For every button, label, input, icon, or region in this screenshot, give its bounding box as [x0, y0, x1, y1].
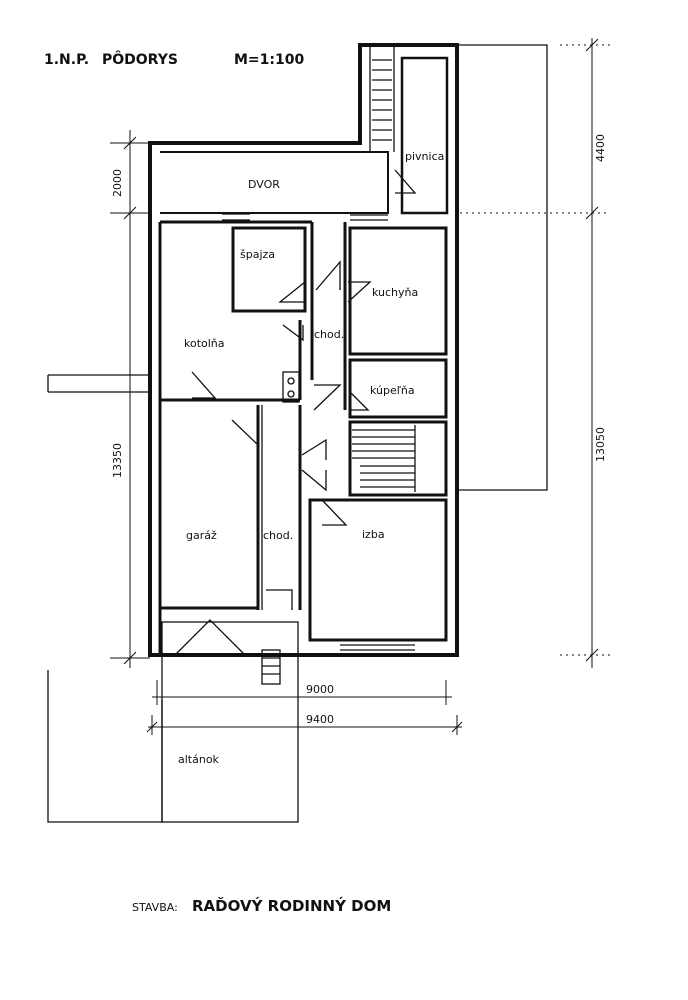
- room-label-kuchyna: kuchyňa: [372, 286, 418, 299]
- plan-title: PÔDORYS: [102, 50, 178, 68]
- room-label-kotolna: kotolňa: [184, 337, 225, 350]
- dim-4400: 4400: [594, 134, 607, 162]
- dim-13050: 13050: [594, 427, 607, 462]
- scale-label: M=1:100: [234, 52, 304, 68]
- floor-label: 1.N.P.: [44, 52, 89, 68]
- interior-walls: [158, 220, 448, 655]
- dim-13350: 13350: [111, 443, 124, 478]
- room-label-garaz: garáž: [186, 529, 217, 542]
- room-label-kupelna: kúpeľňa: [370, 384, 415, 397]
- room-label-dvor: DVOR: [248, 178, 280, 191]
- door-swings: [174, 169, 417, 656]
- outer-walls: [148, 43, 548, 657]
- dim-2000: 2000: [111, 169, 124, 197]
- room-label-chodba-upper: chod.: [314, 328, 344, 341]
- room-label-spajza: špajza: [240, 248, 275, 261]
- dimension-lines: [110, 38, 610, 735]
- dim-9400: 9400: [306, 713, 334, 726]
- windows: [222, 213, 415, 651]
- yard-lines: [47, 374, 299, 823]
- room-label-altanok: altánok: [178, 753, 220, 766]
- room-label-chodba-lower: chod.: [263, 529, 293, 542]
- room-label-pivnica: pivnica: [405, 150, 444, 163]
- interior-stairs: [352, 425, 416, 492]
- entry-stairs-top: [372, 59, 392, 141]
- dim-9000: 9000: [306, 683, 334, 696]
- footer-label: STAVBA:: [132, 901, 178, 914]
- room-label-izba: izba: [362, 528, 385, 541]
- footer-title: RAĎOVÝ RODINNÝ DOM: [192, 896, 391, 915]
